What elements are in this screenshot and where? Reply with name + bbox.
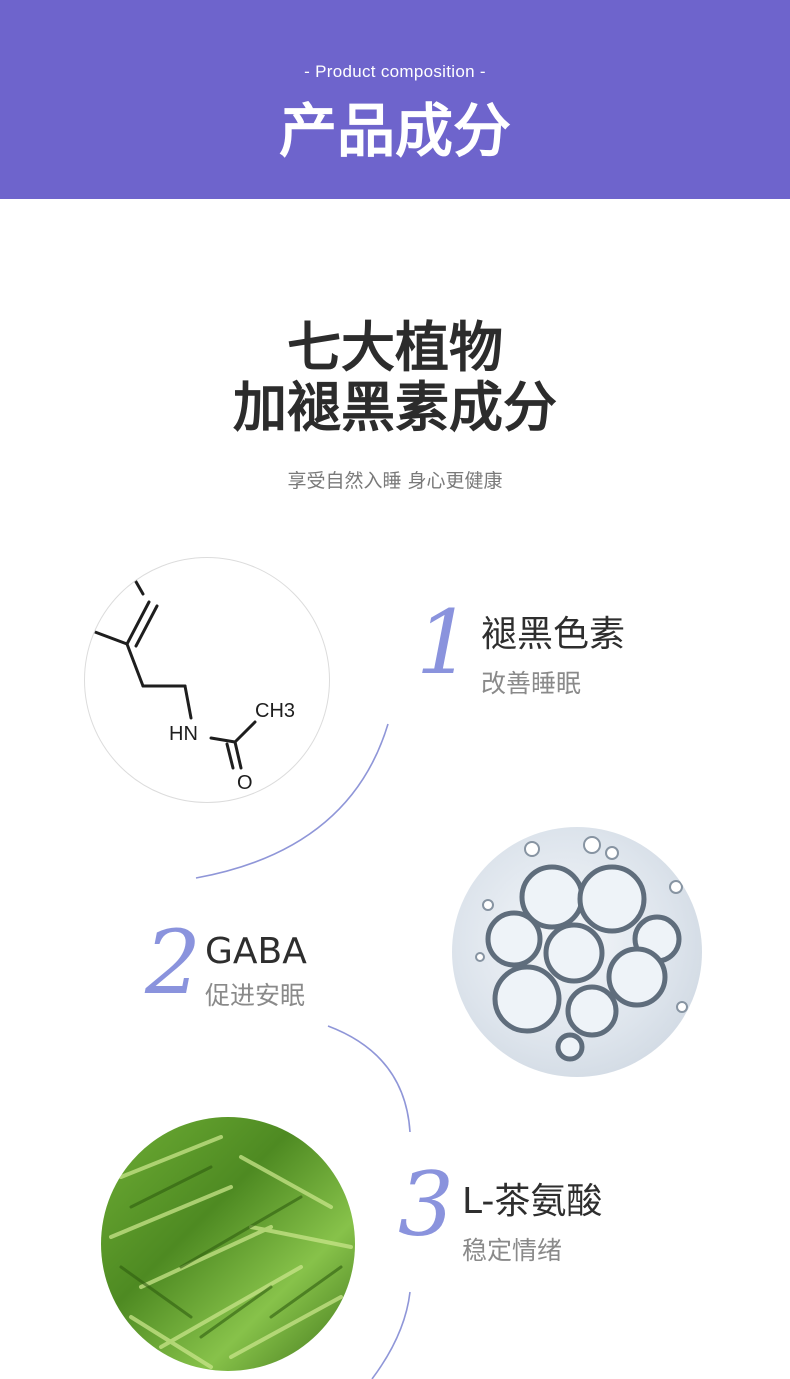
ingredient-name-2: GABA [205, 931, 307, 972]
bubbles-icon [452, 827, 702, 1077]
ingredient-benefit-1: 改善睡眠 [481, 669, 582, 698]
molecule-ch3-label: CH3 [255, 700, 296, 722]
tagline: 享受自然入睡 身心更健康 [287, 470, 503, 492]
ingredient-benefit-3: 稳定情绪 [462, 1236, 563, 1265]
headline-line-2: 加褪黑素成分 [233, 376, 557, 439]
ingredient-number-3: 3 [398, 1153, 454, 1256]
tea-leaves-icon [101, 1117, 355, 1371]
ingredient-number-2: 2 [145, 911, 201, 1014]
molecule-hn-label: HN [169, 723, 198, 745]
ingredient-name-3: L-茶氨酸 [462, 1181, 603, 1222]
header-banner: - Product composition - 产品成分 [0, 0, 790, 199]
headline-line-1: 七大植物 [287, 316, 503, 379]
ingredient-number-1: 1 [416, 591, 472, 694]
ingredient-benefit-2: 促进安眠 [205, 981, 306, 1010]
ingredient-name-1: 褪黑色素 [481, 614, 626, 655]
banner-title: 产品成分 [278, 97, 511, 165]
banner-subtitle: - Product composition - [304, 62, 486, 81]
molecule-o-label: O [237, 772, 253, 794]
molecule-structure-icon: HN CH3 O [84, 557, 330, 803]
